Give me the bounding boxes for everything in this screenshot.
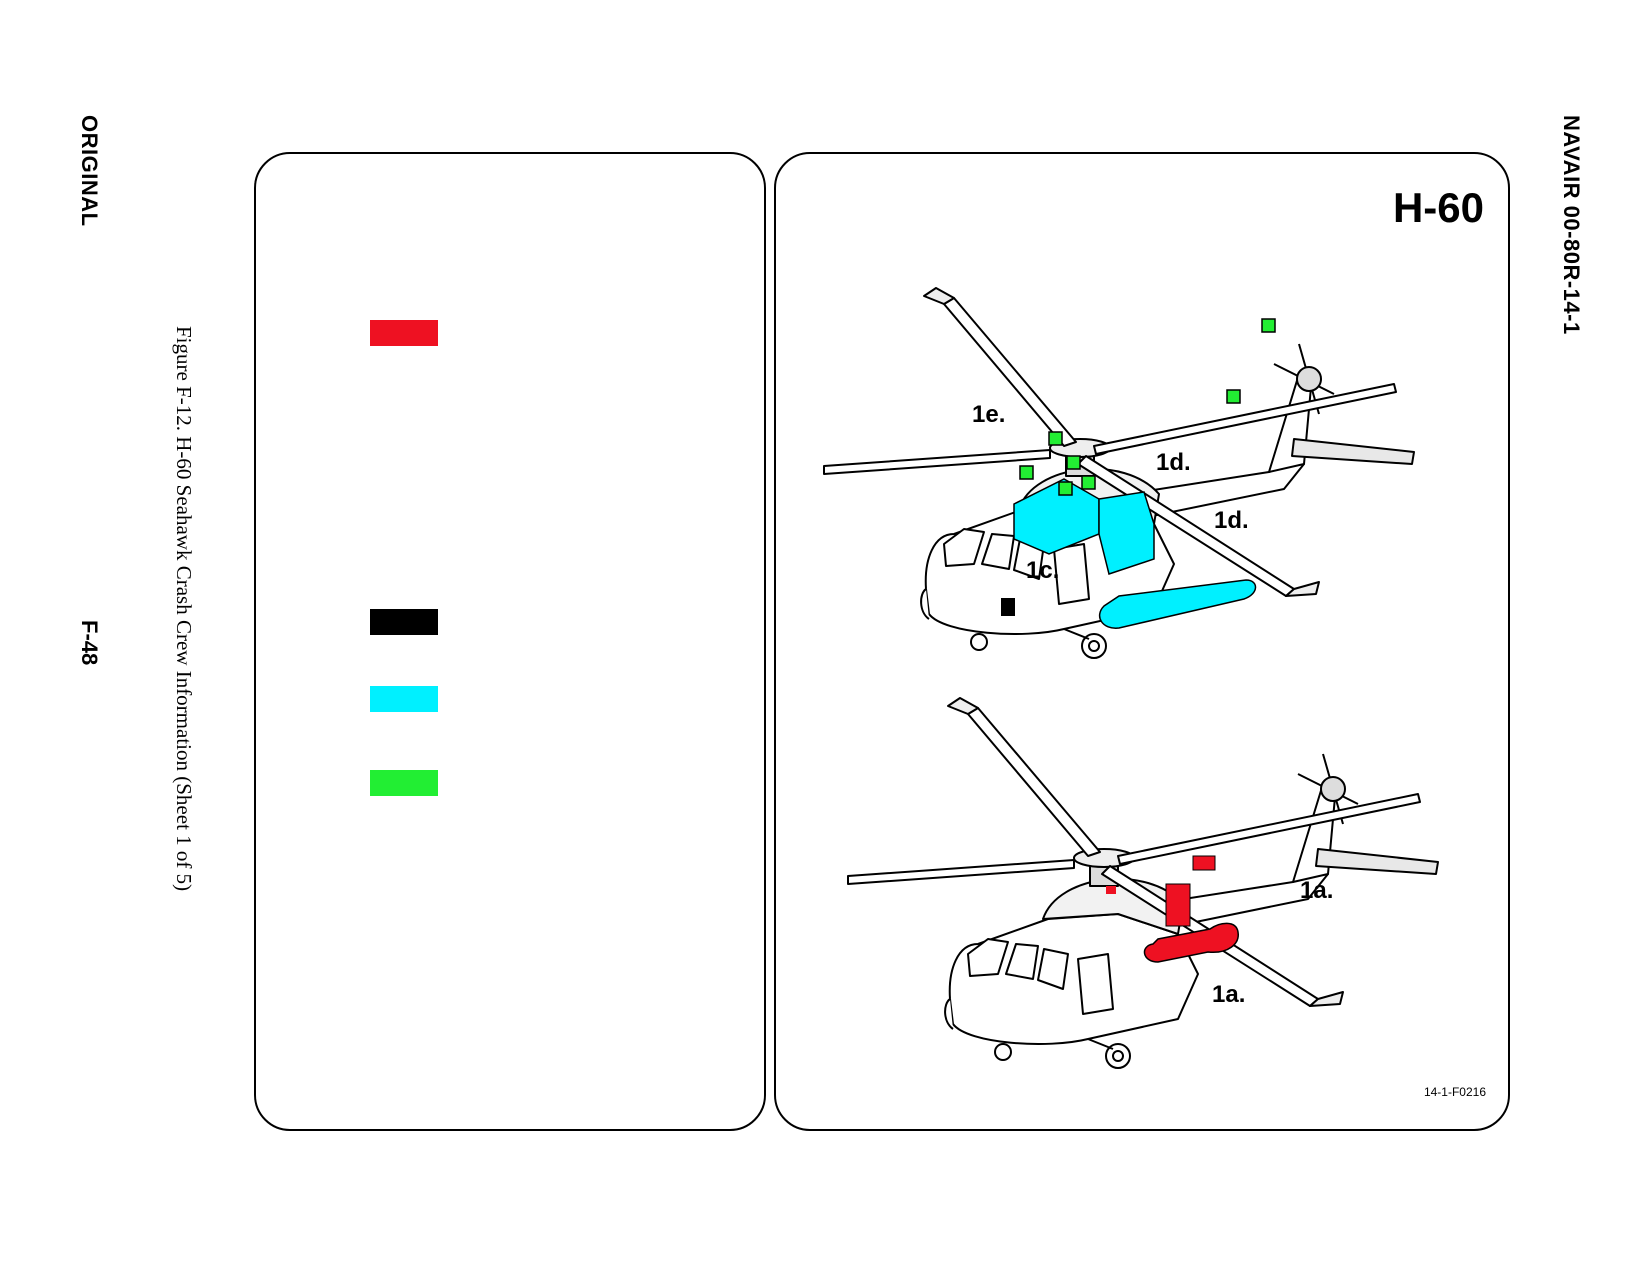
page-number: F-48 bbox=[77, 620, 102, 666]
legend-panel bbox=[254, 152, 766, 1131]
figure-code: 14-1-F0216 bbox=[1423, 1085, 1486, 1099]
cutin-area-marker bbox=[1001, 598, 1015, 616]
callout-1a-a: 1a. bbox=[1300, 877, 1333, 904]
fluid-marker bbox=[1261, 318, 1276, 333]
header-left-label: ORIGINAL bbox=[77, 115, 102, 227]
fluid-marker bbox=[1226, 389, 1241, 404]
fluid-marker bbox=[1019, 465, 1034, 480]
helicopter-illustration: 1e. 1d. 1d. 1c. 1a. 1a. bbox=[823, 287, 1439, 1069]
figure-panel: H-60 bbox=[774, 152, 1510, 1131]
callout-1e: 1e. bbox=[972, 401, 1005, 428]
external-fuel-tank bbox=[1098, 579, 1257, 629]
callout-1a-b: 1a. bbox=[1212, 981, 1245, 1008]
fuel-cell-aft bbox=[1098, 491, 1155, 575]
callout-1d-b: 1d. bbox=[1214, 507, 1249, 534]
fire-hazard-grille bbox=[1165, 883, 1191, 927]
figure-caption: Figure F-12. H-60 Seahawk Crash Crew Inf… bbox=[172, 326, 196, 892]
fire-hazard-marker bbox=[1192, 855, 1216, 871]
callout-1d-a: 1d. bbox=[1156, 449, 1191, 476]
callout-1c: 1c. bbox=[1026, 557, 1059, 584]
fire-hazard-store bbox=[1143, 922, 1239, 963]
fire-hazard-marker bbox=[1106, 886, 1116, 894]
legend-swatch-red bbox=[370, 320, 438, 346]
document-number: NAVAIR 00-80R-14-1 bbox=[1559, 115, 1584, 335]
fluid-marker bbox=[1048, 431, 1063, 446]
fluid-marker bbox=[1081, 475, 1096, 490]
legend-swatch-green bbox=[370, 770, 438, 796]
fluid-marker bbox=[1066, 455, 1081, 470]
legend-swatch-black bbox=[370, 609, 438, 635]
aircraft-title: H-60 bbox=[1392, 184, 1484, 231]
legend-swatch-cyan bbox=[370, 686, 438, 712]
fluid-marker bbox=[1058, 481, 1073, 496]
